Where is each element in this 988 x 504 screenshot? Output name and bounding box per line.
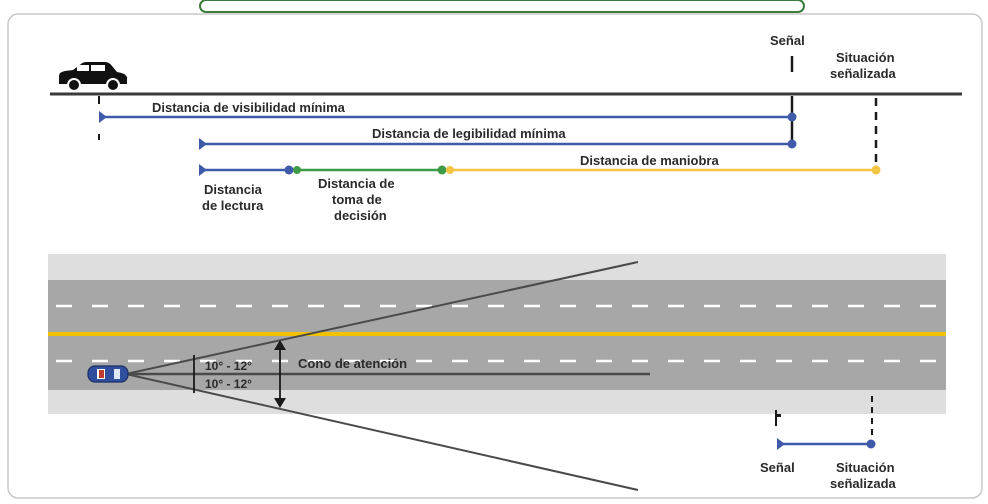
legend-situation-line1: Situación: [836, 460, 895, 475]
legend-sign-label: Señal: [760, 460, 795, 475]
legend-sign-flag-icon: [777, 414, 781, 417]
legibility-end-dot: [787, 139, 797, 149]
angle-upper-label: 10° - 12°: [205, 359, 252, 373]
visibility-arrow-icon: [99, 111, 107, 123]
maneuver-label: Distancia de maniobra: [580, 153, 719, 168]
upper-shoulder: [48, 254, 946, 280]
decision-label-line2: toma de: [332, 192, 382, 207]
top-diagram: Señal Situación señalizada Distancia de …: [50, 33, 962, 223]
arrow-down-icon: [274, 398, 286, 408]
car-top-view-icon: [87, 365, 129, 383]
visibility-label: Distancia de visibilidad mínima: [152, 100, 346, 115]
decision-start-dot: [293, 166, 301, 174]
cone-lower-edge: [125, 373, 639, 491]
decision-label-line3: decisión: [334, 208, 387, 223]
legibility-arrow-icon: [199, 138, 207, 150]
reading-label-line1: Distancia: [204, 182, 263, 197]
legend-arrow-icon: [777, 438, 785, 450]
situation-label-line1: Situación: [836, 50, 895, 65]
visibility-end-dot: [787, 112, 797, 122]
bottom-diagram: 10° - 12° 10° - 12° Cono de atención Señ…: [48, 254, 946, 491]
reading-arrow-icon: [199, 164, 207, 176]
angle-lower-label: 10° - 12°: [205, 377, 252, 391]
decision-end-dot: [437, 165, 447, 175]
maneuver-end-dot: [871, 165, 881, 175]
situation-label-line2: señalizada: [830, 66, 897, 81]
decision-label-line1: Distancia de: [318, 176, 395, 191]
sign-label: Señal: [770, 33, 805, 48]
legend-end-dot: [866, 439, 876, 449]
car-icon: [59, 62, 127, 92]
reading-end-dot: [284, 165, 294, 175]
top-tab-decoration: [199, 0, 805, 13]
cone-upper-edge: [125, 261, 639, 375]
lower-shoulder: [48, 390, 946, 414]
legend-situation-line2: señalizada: [830, 476, 897, 491]
legibility-label: Distancia de legibilidad mínima: [372, 126, 566, 141]
cone-label: Cono de atención: [298, 356, 407, 371]
arrow-up-icon: [274, 340, 286, 350]
reading-label-line2: de lectura: [202, 198, 264, 213]
maneuver-start-dot: [446, 166, 454, 174]
